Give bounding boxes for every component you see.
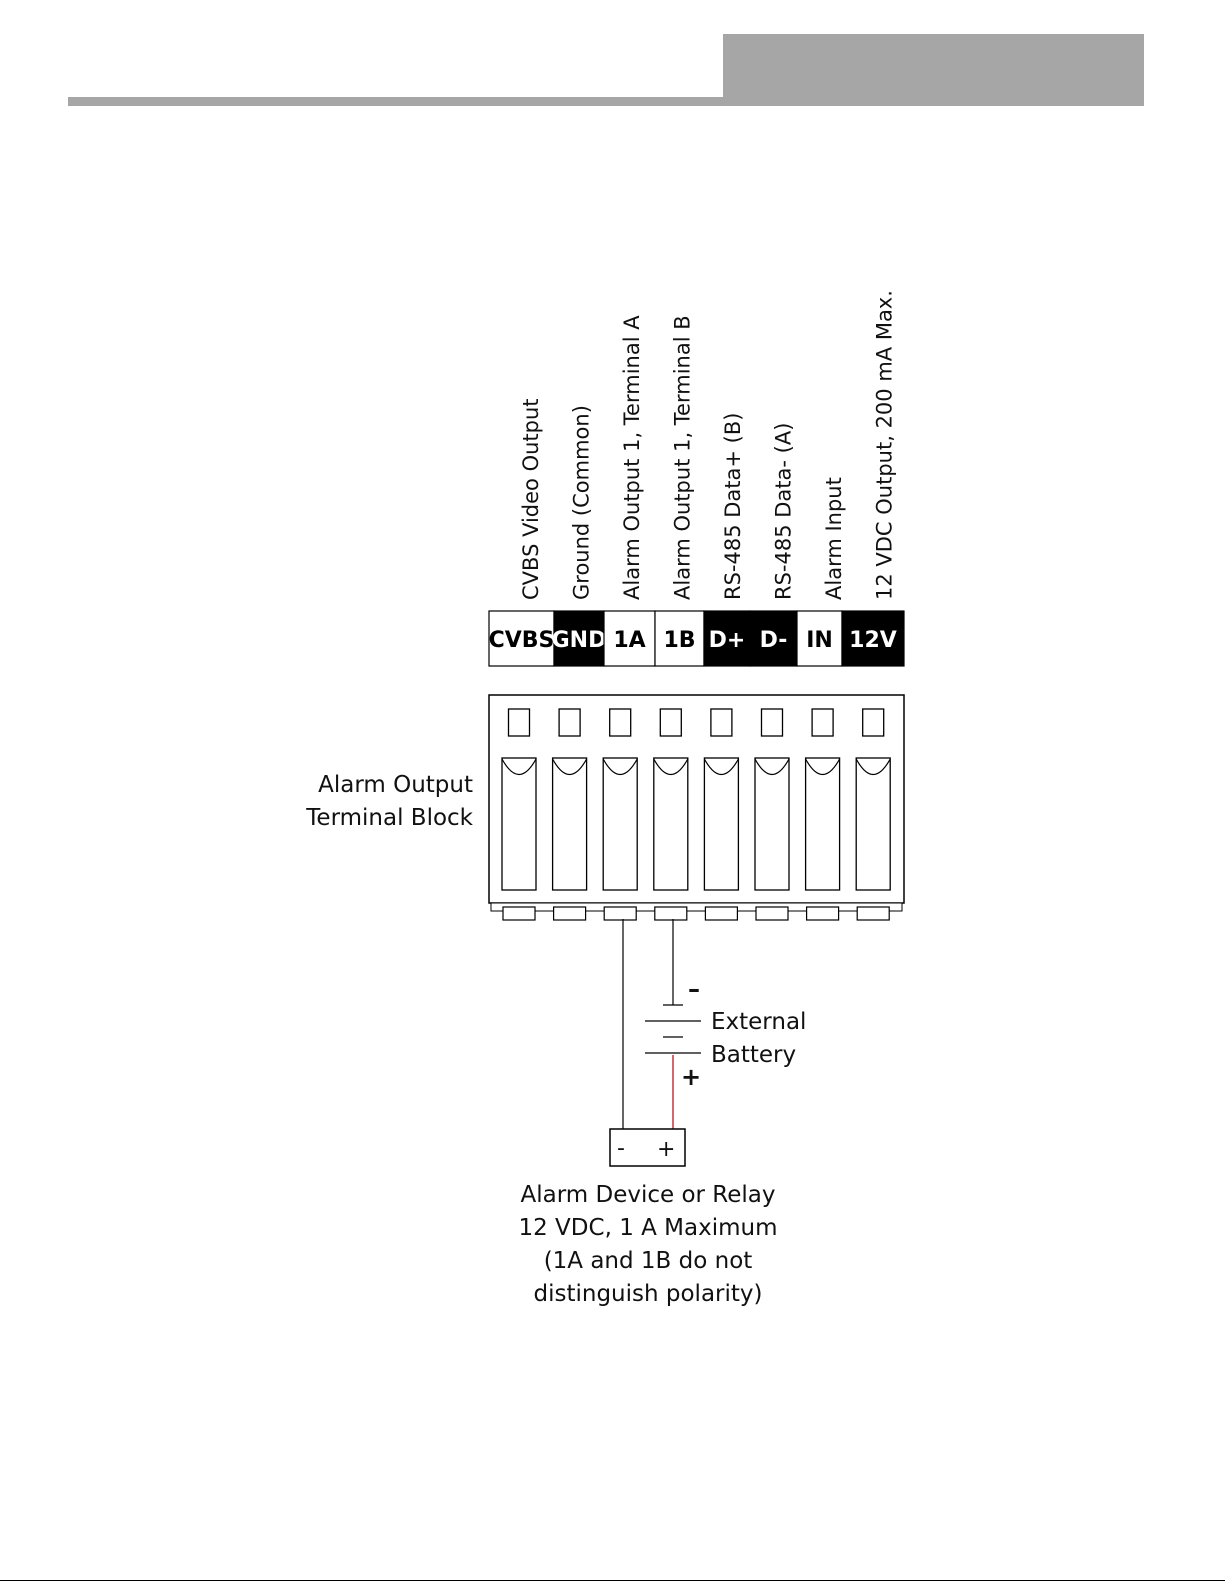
terminal-tab [502, 906, 536, 921]
wire-slot [855, 757, 891, 891]
wire-slot [703, 757, 740, 891]
wire-slot-clamp [501, 758, 537, 776]
terminal-description: 12 VDC Output, 200 mA Max. [873, 290, 897, 600]
screw-window [760, 708, 784, 737]
wire-slot-clamp [855, 758, 891, 776]
terminal-description-labels: CVBS Video Output Ground (Common) Alarm Ou… [519, 290, 897, 600]
device-minus-sign: - [617, 1136, 625, 1161]
header-bar [68, 97, 1144, 106]
wire-slot-clamp [602, 758, 638, 776]
battery-label-line-1: External [711, 1009, 806, 1035]
pin-cell-12v [841, 610, 905, 667]
battery-label-line-2: Battery [711, 1042, 796, 1068]
screw-window [659, 708, 682, 737]
pin-code-label: IN [806, 628, 833, 653]
terminal-tab [704, 906, 739, 921]
terminal-tab [856, 906, 890, 921]
pin-code-label: CVBS [489, 628, 555, 653]
battery-plus-sign: + [681, 1063, 701, 1091]
terminal-tab [654, 906, 688, 921]
device-caption-line-3: (1A and 1B do not [544, 1248, 753, 1274]
terminal-description: Alarm Output 1, Terminal B [671, 315, 695, 600]
pin-code-label: 1B [663, 628, 695, 653]
pin-code-label: D- [760, 628, 788, 653]
pin-cell-in [796, 610, 843, 667]
terminal-tab [755, 906, 789, 921]
screw-window [811, 708, 834, 737]
terminal-tab [552, 906, 587, 921]
wire-slot-clamp [552, 758, 588, 776]
terminal-tab [805, 906, 840, 921]
terminal-description: Ground (Common) [570, 405, 594, 600]
wire-slot [653, 757, 689, 891]
screw-window [862, 708, 885, 737]
battery-symbol [645, 1004, 701, 1054]
terminal-description: Alarm Input [822, 477, 846, 600]
screw-window [507, 708, 531, 737]
pin-cell-d [703, 610, 751, 667]
wire-slot-clamp [754, 758, 790, 776]
terminal-description: RS-485 Data+ (B) [721, 413, 745, 600]
block-label-line-2: Terminal Block [305, 805, 473, 831]
wire-slot [551, 757, 588, 891]
wire-slot [602, 757, 638, 891]
device-caption-line-2: 12 VDC, 1 A Maximum [518, 1215, 777, 1241]
wire-slot [501, 757, 537, 891]
alarm-device-box [609, 1128, 686, 1167]
wire-slot-clamp [805, 758, 841, 776]
terminal-description: RS-485 Data- (A) [772, 423, 796, 600]
wire-slot [804, 757, 841, 891]
screw-window [609, 708, 632, 737]
pin-code-label: 12V [849, 628, 897, 653]
pin-code-label: D+ [709, 628, 746, 653]
header-tab [723, 34, 1144, 106]
footer-rule [0, 1580, 1225, 1581]
terminal-description: Alarm Output 1, Terminal A [620, 315, 644, 600]
device-plus-sign: + [657, 1137, 675, 1162]
pin-cell-1b [654, 610, 705, 667]
terminal-block [488, 694, 905, 912]
screw-window [710, 708, 733, 737]
screw-window [558, 708, 581, 737]
pin-code-label: GND [552, 628, 607, 653]
battery-minus-sign: – [688, 975, 700, 1003]
wire-slot [754, 757, 790, 891]
pin-cell-1a [603, 610, 656, 667]
block-label-line-1: Alarm Output [318, 772, 473, 798]
device-caption-line-4: distinguish polarity) [533, 1281, 762, 1307]
wire-slot-clamp [703, 758, 739, 776]
terminal-tab [603, 906, 637, 921]
terminal-block-base [490, 902, 903, 912]
pin-cell-d [749, 610, 798, 667]
terminal-description: CVBS Video Output [519, 398, 543, 600]
wire-slot-clamp [653, 758, 689, 776]
terminal-block-body [488, 694, 905, 904]
terminal-slots [501, 708, 891, 921]
device-caption-line-1: Alarm Device or Relay [521, 1182, 776, 1208]
pin-code-label: 1A [613, 628, 645, 653]
pin-cell-cvbs [488, 610, 555, 667]
